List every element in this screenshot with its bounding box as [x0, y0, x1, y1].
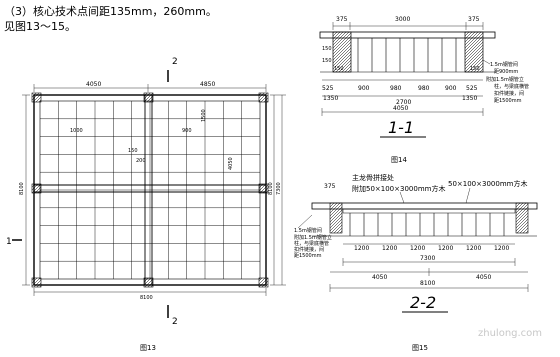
fig15-leader-a	[399, 191, 405, 204]
figure-15-caption: 图15	[412, 344, 428, 352]
fig15-leader-b	[465, 187, 471, 204]
fig14-dim-top-mid: 3000	[395, 16, 410, 23]
figure-13-plan: 2 2 1	[6, 57, 286, 352]
fig15-props	[312, 213, 537, 237]
fig14-note-1a: 1.5m钢管间	[490, 61, 518, 68]
fig14-note-2c: 扣件链接，间	[494, 90, 524, 97]
plan-dim-inner-e: 200	[136, 158, 146, 164]
fig14-dim-980a: 980	[390, 85, 402, 92]
plan-dim-bottom	[33, 288, 267, 296]
fig15-dim-8100: 8100	[420, 280, 435, 287]
fig14-dim-980b: 980	[418, 85, 430, 92]
plan-dim-inner-c: 900	[182, 128, 192, 134]
fig15-beam-right	[515, 202, 529, 234]
fig14-props	[320, 38, 495, 73]
fig15-note-5: 距1500mm	[294, 253, 322, 259]
fig14-dim-left-150c: 150	[334, 66, 344, 72]
fig14-dim-left-150b: 150	[322, 58, 332, 64]
fig15-note-2: 附加1.5m钢管立	[294, 234, 332, 241]
plan-dim-left	[22, 94, 30, 286]
plan-beams	[34, 95, 266, 285]
section-mark-side: 1	[6, 237, 12, 247]
plan-dim-right-inner: 8100	[268, 182, 274, 195]
fig15-dim-4050b: 4050	[476, 274, 491, 281]
fig14-dim-1350a: 1350	[323, 95, 338, 102]
fig15-dim-4050a: 4050	[372, 274, 387, 281]
fig15-dim-1200a: 1200	[354, 245, 369, 252]
plan-dim-right-total: 7300	[276, 182, 282, 195]
intro-line-1: （3）核心技术点间距135mm，260mm。	[4, 5, 217, 18]
plan-grid	[40, 101, 260, 279]
fig15-label-joint: 主龙骨拼接处	[352, 173, 394, 182]
plan-columns	[31, 92, 269, 288]
plan-dim-top-left: 4050	[86, 81, 101, 88]
fig14-dim-top	[332, 22, 484, 30]
fig15-dim-row3	[330, 268, 528, 276]
plan-dim-inner-a: 1000	[70, 128, 83, 134]
fig15-beam-left	[329, 202, 343, 234]
fig14-note-2d: 距1500mm	[494, 98, 522, 104]
fig15-dim-row2	[342, 258, 516, 266]
plan-dim-inner-d: 150	[128, 148, 138, 154]
fig15-joist	[342, 208, 516, 214]
intro-line-2: 见图13～15。	[4, 20, 76, 33]
fig14-note-2b: 柱，与梁底横管	[494, 83, 529, 90]
plan-dim-inner-b: 1500	[201, 109, 207, 122]
fig15-dim-1200d: 1200	[438, 245, 453, 252]
fig15-dim-1200c: 1200	[410, 245, 425, 252]
fig14-dim-525a: 525	[322, 85, 334, 92]
fig14-dim-row3	[321, 108, 484, 116]
figure-15-section: 主龙骨拼接处 附加50×100×3000mm方木 50×100×3000mm方木…	[294, 173, 538, 352]
fig14-dim-top-left: 375	[336, 16, 348, 23]
section-mark-top: 2	[172, 57, 178, 67]
fig14-dim-left-150a: 150	[322, 46, 332, 52]
section-mark-bottom: 2	[172, 317, 178, 327]
plan-dim-top	[33, 84, 267, 92]
fig15-label-beam2: 50×100×3000mm方木	[448, 179, 527, 188]
fig14-dim-900b: 900	[445, 85, 457, 92]
fig15-dim-1200e: 1200	[466, 245, 481, 252]
plan-dim-right	[270, 94, 286, 286]
fig15-note-4: 扣件链接，间	[294, 246, 324, 253]
plan-dim-bottom-total: 8100	[140, 295, 153, 301]
fig14-dim-525b: 525	[466, 85, 478, 92]
fig15-note-3: 柱，与梁底横管	[294, 240, 329, 247]
plan-dim-left-total: 8100	[19, 182, 25, 195]
fig15-dim-375: 375	[324, 183, 336, 190]
fig15-leader-note	[297, 214, 313, 229]
plan-dim-inner-f: 4050	[228, 157, 234, 170]
figure-14-section: 375 3000 375 150 150 150 150 1.5m钢管间 距90…	[319, 16, 529, 164]
fig14-dim-2700: 2700	[396, 99, 411, 106]
fig14-dim-right-150: 150	[470, 66, 480, 72]
plan-dim-top-right: 4850	[200, 81, 215, 88]
fig15-slab	[311, 202, 538, 210]
intro-text: （3）核心技术点间距135mm，260mm。 见图13～15。	[4, 4, 217, 34]
fig14-dim-4050: 4050	[393, 105, 408, 112]
fig14-dim-top-right: 375	[468, 16, 480, 23]
fig15-section-label: 2-2	[410, 293, 436, 312]
fig15-dim-1200b: 1200	[382, 245, 397, 252]
fig14-dim-900a: 900	[358, 85, 370, 92]
watermark: zhulong.com	[478, 328, 542, 339]
figure-13-caption: 图13	[140, 344, 156, 352]
fig14-dim-1350b: 1350	[462, 95, 477, 102]
fig14-note-1b: 距900mm	[494, 69, 518, 75]
fig14-slab	[319, 31, 496, 39]
fig14-leader-1	[482, 59, 491, 65]
figure-14-caption: 图14	[391, 156, 407, 164]
fig15-dim-row4	[329, 284, 529, 292]
fig14-note-2a: 附加1.5m钢管立	[486, 76, 524, 83]
fig15-dim-1200f: 1200	[494, 245, 509, 252]
fig15-label-add-beam: 附加50×100×3000mm方木	[352, 184, 445, 193]
fig15-note-1: 1.5m钢管间	[294, 227, 322, 234]
fig15-dim-7300: 7300	[420, 255, 435, 262]
fig14-section-label: 1-1	[388, 118, 414, 137]
